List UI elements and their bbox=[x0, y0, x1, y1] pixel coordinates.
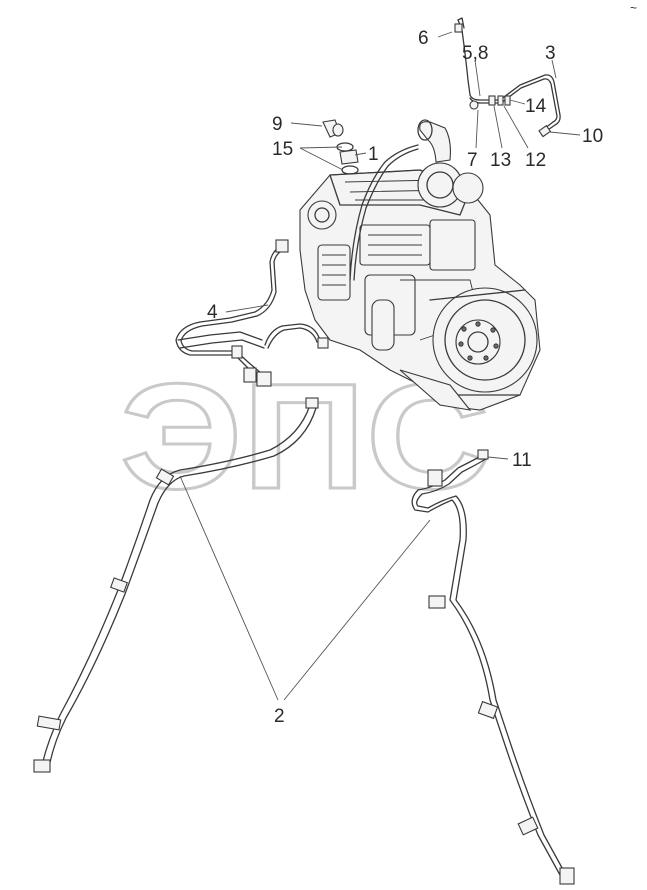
callout-labels: 6 5,8 3 14 10 7 13 12 9 15 1 4 11 2 bbox=[207, 28, 603, 727]
corner-mark: ~ bbox=[630, 1, 637, 15]
callout-12: 14 bbox=[525, 96, 547, 117]
pipe-assembly-top bbox=[349, 17, 561, 281]
leader-lines bbox=[179, 31, 581, 701]
fittings-9-15-1 bbox=[322, 119, 359, 175]
callout-2: 2 bbox=[274, 706, 285, 727]
callout-6: 6 bbox=[418, 28, 429, 49]
callout-13: 12 bbox=[525, 150, 546, 171]
hose-assembly-2-left bbox=[33, 397, 319, 773]
callout-5-8: 5,8 bbox=[462, 43, 488, 64]
callout-7: 7 bbox=[467, 150, 478, 171]
callout-11: 11 bbox=[512, 450, 532, 471]
callout-14: 13 bbox=[490, 150, 511, 171]
callout-1: 1 bbox=[368, 144, 379, 165]
fuel-line-assembly-4 bbox=[175, 239, 329, 387]
callout-3: 3 bbox=[545, 43, 556, 64]
callout-4: 4 bbox=[207, 302, 218, 323]
callout-15: 15 bbox=[272, 139, 293, 160]
callout-10: 10 bbox=[582, 126, 603, 147]
hose-assembly-2-right bbox=[411, 449, 575, 885]
callout-9: 9 bbox=[272, 114, 283, 135]
